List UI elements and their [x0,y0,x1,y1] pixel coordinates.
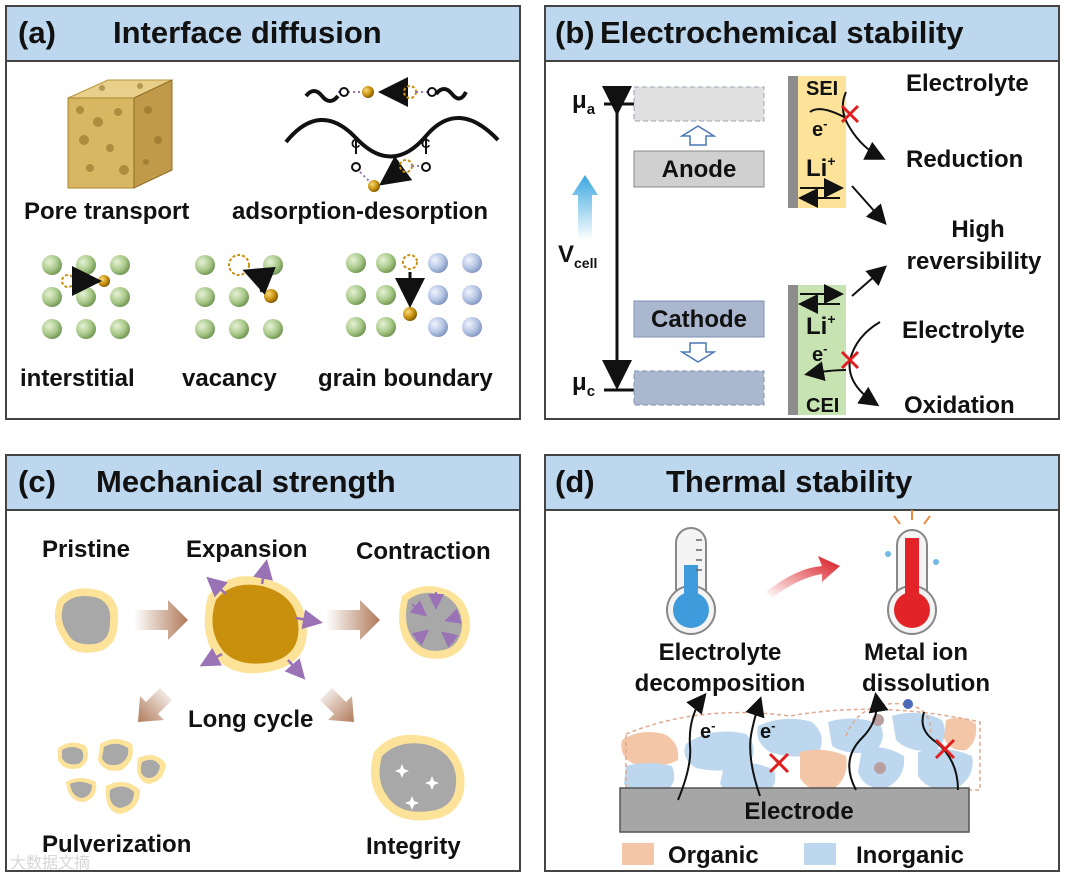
adsorption-desorption-diagram: C C [284,77,500,192]
vcell-arrow-icon [572,175,598,240]
reduction-label: Reduction [906,146,1023,173]
panel-a-title: Interface diffusion [113,15,382,50]
pristine-label: Pristine [42,536,130,563]
vacancy-lattice [195,254,283,339]
pulverization-fragments [58,739,166,814]
expansion-particle [199,559,323,680]
arrow-right-icon [326,600,380,640]
panel-c: (c) Mechanical strength Pristine Expansi… [5,454,521,872]
panel-b-title: Electrochemical stability [600,15,964,50]
contraction-particle [399,586,470,659]
electrode-bar [619,787,970,833]
pulverization-label: Pulverization [42,831,191,858]
expansion-label: Expansion [186,536,307,563]
cei-label: CEI [806,395,839,417]
high-label: High [951,216,1004,243]
li-label-bottom: Li+ [806,311,836,340]
integrity-particle [370,734,465,821]
carbonyl-c-left: C [351,136,361,151]
grain-boundary-lattice [346,253,482,337]
panel-b-letter: (b) [555,15,595,50]
down-arrow-icon [679,342,717,363]
red-arrow-icon [766,556,840,598]
sei-label: SEI [806,78,838,100]
panel-c-header [5,454,521,511]
legend-inorganic-label: Inorganic [856,842,964,869]
reversibility-label: reversibility [907,248,1042,275]
arrow-right-icon [134,600,188,640]
electrolyte-label-top: Electrolyte [906,70,1029,97]
cathode-box [633,300,765,338]
anode-electrode-strip [788,76,798,208]
cathode-energy-level [633,370,765,406]
panel-b: (b) Electrochemical stability μa μc Vcel… [544,5,1060,420]
panel-c-letter: (c) [18,464,56,499]
decomposition-label: decomposition [635,670,806,697]
legend-inorganic-swatch [804,843,836,865]
carbonyl-c-right: C [421,136,431,151]
porous-cube-icon [67,79,173,189]
thermometer-cool-icon [666,527,716,635]
label-adsorption-desorption: adsorption-desorption [232,198,488,225]
oxidation-label: Oxidation [904,392,1015,419]
label-grain-boundary: grain boundary [318,365,493,392]
cathode-label: Cathode [651,306,747,333]
arrow-down-left-icon [138,688,172,722]
panel-b-header [544,5,1060,62]
panel-a-border [5,5,521,420]
up-arrow-icon [679,125,717,146]
arrow-down-right-icon [320,688,354,722]
metal-ion-label: Metal ion [864,639,968,666]
panel-a: (a) Interface diffusion Pore transport [5,5,521,420]
panel-a-header [5,5,521,62]
watermark: 大数据文摘 [10,853,90,872]
pristine-particle [54,588,119,653]
interphase-particles [621,699,981,797]
electron-label-left: e- [700,718,715,743]
electrolyte-label: Electrolyte [659,639,782,666]
interstitial-lattice [42,255,130,339]
panel-d-title: Thermal stability [666,464,913,499]
anode-energy-level [633,86,765,122]
long-cycle-label: Long cycle [188,706,313,733]
label-vcell: Vcell [558,241,597,271]
li-label-top: Li+ [806,153,836,182]
panel-c-title: Mechanical strength [96,464,396,499]
cathode-electrode-strip [788,285,798,415]
panel-d-letter: (d) [555,464,595,499]
cross-icon [840,104,860,124]
electrolyte-label-bottom: Electrolyte [902,317,1025,344]
legend-organic-label: Organic [668,842,759,869]
legend-organic-swatch [622,843,654,865]
cross-icon [768,752,790,774]
panel-a-letter: (a) [18,15,56,50]
label-pore-transport: Pore transport [24,198,189,225]
electron-label-right: e- [760,718,775,743]
anode-box [633,150,765,188]
cross-icon [840,350,860,370]
electron-label-bottom: e- [812,341,827,366]
anode-label: Anode [662,156,737,183]
label-interstitial: interstitial [20,365,135,392]
panel-d-header [544,454,1060,511]
contraction-label: Contraction [356,538,491,565]
cross-icon [934,738,956,760]
electron-path [745,696,765,797]
electron-label-top: e- [812,116,827,141]
metal-ion-path [848,692,889,791]
label-mu-a: μa [572,87,596,118]
electrode-label: Electrode [744,798,853,825]
panel-d: (d) Thermal stability Electrolyte decomp… [544,454,1060,872]
integrity-label: Integrity [366,833,461,860]
label-mu-c: μc [572,369,595,400]
electron-path [677,692,707,801]
dissolution-label: dissolution [862,670,990,697]
label-vacancy: vacancy [182,365,277,392]
thermometer-hot-icon [885,510,939,635]
